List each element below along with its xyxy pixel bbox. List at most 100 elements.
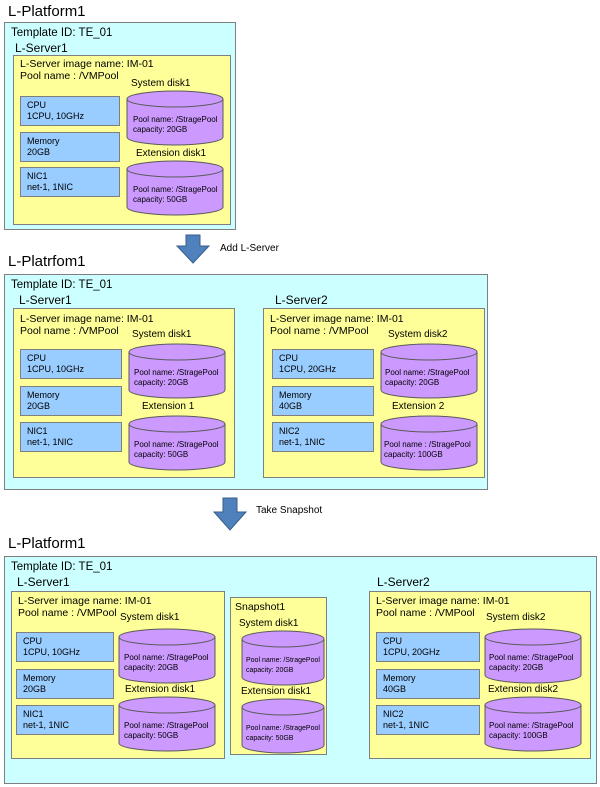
disk-cylinder: Pool name: /StragePool capacity: 20GB	[118, 628, 216, 684]
cpu-value: 1CPU, 20GHz	[383, 647, 441, 657]
disk-pool: Pool name: /StragePool	[124, 721, 209, 730]
memory-value: 20GB	[27, 147, 51, 157]
memory-value: 20GB	[27, 401, 51, 411]
disk-cylinder: Pool name: /StragePool capacity: 50GB	[126, 160, 224, 216]
platform-title: L-Platform1	[8, 535, 86, 552]
cpu-title: CPU	[23, 636, 43, 646]
disk-cylinder: Pool name: /StragePool capacity: 50GB	[128, 415, 226, 471]
cpu-box: CPU 1CPU, 10GHz	[20, 96, 120, 126]
cylinder-top	[241, 630, 325, 648]
nic-title: NIC1	[23, 709, 44, 719]
cylinder-body	[126, 169, 224, 216]
disk-capacity: capacity: 100GB	[489, 731, 548, 740]
cpu-value: 1CPU, 10GHz	[27, 111, 85, 121]
memory-title: Memory	[23, 673, 56, 683]
nic-title: NIC2	[383, 709, 404, 719]
cylinder-body	[118, 705, 216, 752]
disk-cylinder: Pool name: /StragePool capacity: 50GB	[241, 698, 325, 754]
nic-box: NIC2 net-1, 1NIC	[272, 422, 374, 452]
arrow-label: Add L-Server	[220, 243, 279, 254]
platform-box: Template ID: TE_01 L-Server1 L-Server2 L…	[4, 274, 488, 490]
server-image-name: L-Server image name: IM-01	[270, 313, 404, 325]
disk-pool: Pool name: /StragePool	[489, 653, 574, 662]
cylinder-body	[128, 424, 226, 471]
disk-cylinder: Pool name: /StragePool capacity: 20GB	[126, 90, 224, 146]
disk-capacity: capacity: 20GB	[385, 378, 439, 387]
server-pool-name: Pool name : /VMPool	[270, 325, 369, 337]
server-pool-name: Pool name : /VMPool	[376, 607, 475, 619]
disk-label: Extension disk1	[136, 148, 207, 159]
disk-pool: Pool name: /StragePool	[134, 368, 219, 377]
cylinder-top	[128, 415, 226, 433]
cylinder-top	[118, 696, 216, 714]
disk-pool: Pool name: /StragePool	[134, 440, 219, 449]
memory-title: Memory	[27, 136, 60, 146]
server-title: L-Server1	[15, 41, 68, 55]
nic-value: net-1, 1NIC	[383, 720, 430, 730]
memory-value: 20GB	[23, 684, 47, 694]
cylinder-body	[241, 639, 325, 686]
cpu-title: CPU	[27, 353, 47, 363]
disk-label: System disk2	[486, 612, 546, 623]
disk-label: Extension disk1	[125, 684, 196, 695]
arrow-label: Take Snapshot	[256, 505, 323, 516]
disk-label: System disk1	[132, 329, 192, 340]
disk-label: Extension 1	[142, 401, 195, 412]
disk-label: Extension disk2	[488, 684, 559, 695]
memory-title: Memory	[383, 673, 416, 683]
memory-title: Memory	[279, 390, 312, 400]
disk-capacity: capacity: 50GB	[124, 731, 178, 740]
disk-label: System disk2	[388, 329, 448, 340]
cylinder-body	[118, 637, 216, 684]
disk-cylinder: Pool name : /StragePool capacity: 100GB	[380, 415, 478, 471]
down-arrow-icon	[213, 497, 248, 531]
platform-box: Template ID: TE_01 L-Server1 L-Server2 L…	[4, 556, 597, 784]
cylinder-body	[128, 352, 226, 399]
memory-box: Memory 40GB	[376, 669, 480, 699]
server-title: L-Server2	[275, 293, 328, 307]
cylinder-body	[484, 637, 582, 684]
disk-capacity: capacity: 20GB	[489, 663, 543, 672]
server-pool-name: Pool name : /VMPool	[20, 325, 119, 337]
snapshot-title: Snapshot1	[235, 601, 286, 613]
server-box: L-Server image name: IM-01 Pool name : /…	[13, 55, 231, 225]
disk-capacity: capacity: 20GB	[133, 125, 187, 134]
disk-label: System disk1	[239, 618, 299, 629]
nic-box: NIC2 net-1, 1NIC	[376, 705, 480, 735]
disk-cylinder: Pool name: /StragePool capacity: 50GB	[118, 696, 216, 752]
cylinder-body	[241, 707, 325, 754]
server-box: L-Server image name: IM-01 Pool name : /…	[263, 308, 485, 478]
disk-pool: Pool name: /StragePool	[133, 185, 218, 194]
nic-title: NIC2	[279, 426, 300, 436]
disk-capacity: capacity: 20GB	[246, 667, 294, 674]
cpu-box: CPU 1CPU, 20GHz	[272, 349, 374, 379]
arrow-shape	[176, 234, 211, 264]
server-pool-name: Pool name : /VMPool	[18, 607, 117, 619]
server-title: L-Server1	[17, 575, 70, 589]
snapshot-box: Snapshot1 System disk1 Pool name: /Strag…	[230, 597, 327, 755]
disk-label: System disk1	[131, 78, 191, 89]
down-arrow-icon	[176, 234, 211, 264]
cylinder-top	[118, 628, 216, 646]
nic-box: NIC1 net-1, 1NIC	[20, 422, 122, 452]
disk-pool: Pool name: /StragePool	[133, 115, 218, 124]
platform-title: L-Platform1	[8, 3, 86, 20]
memory-value: 40GB	[279, 401, 303, 411]
server-image-name: L-Server image name: IM-01	[20, 313, 154, 325]
server-box: L-Server image name: IM-01 Pool name : /…	[11, 591, 225, 759]
server-title: L-Server2	[377, 575, 430, 589]
memory-box: Memory 40GB	[272, 386, 374, 416]
nic-title: NIC1	[27, 171, 48, 181]
cylinder-top	[484, 628, 582, 646]
cylinder-top	[128, 343, 226, 361]
disk-label: System disk1	[120, 612, 180, 623]
cylinder-body	[484, 705, 582, 752]
nic-value: net-1, 1NIC	[27, 182, 74, 192]
server-image-name: L-Server image name: IM-01	[20, 58, 154, 70]
memory-box: Memory 20GB	[16, 669, 114, 699]
cylinder-body	[126, 99, 224, 146]
template-id: Template ID: TE_01	[11, 561, 113, 573]
cylinder-body	[380, 424, 478, 471]
platform-box: Template ID: TE_01 L-Server1 L-Server im…	[4, 22, 236, 230]
memory-value: 40GB	[383, 684, 407, 694]
